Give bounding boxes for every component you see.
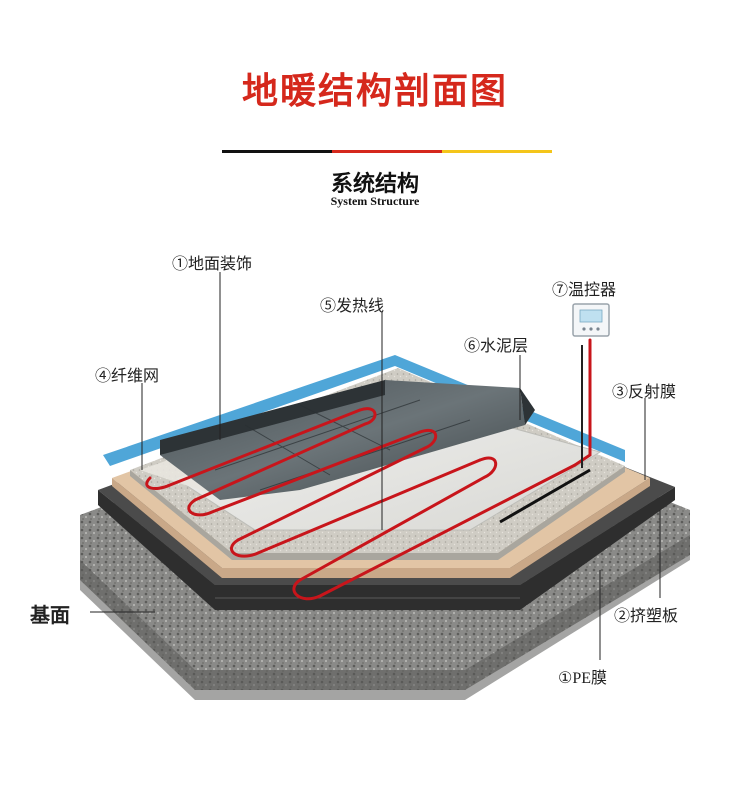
heating-cable (145, 338, 592, 601)
label-fiber-mesh: ④纤维网 (95, 368, 160, 385)
label-xps-board: ②挤塑板 (614, 608, 679, 625)
section-subtitle: 系统结构 (330, 172, 419, 197)
tile-floor-top (160, 380, 525, 500)
label-pe-film: ①PE膜 (558, 670, 608, 687)
label-reflective-film: ③反射膜 (612, 384, 677, 401)
label-thermostat: ⑦温控器 (552, 282, 617, 299)
label-floor-finish: ①地面装饰 (172, 256, 253, 273)
tile-floor-back (160, 380, 385, 455)
page-title: 地暖结构剖面图 (241, 71, 508, 112)
label-base: 基面 (30, 605, 70, 627)
section-subtitle-en: System Structure (330, 194, 420, 208)
base-gravel-side (80, 535, 690, 700)
label-cement-layer: ⑥水泥层 (464, 338, 529, 355)
title-rule-red (332, 150, 442, 153)
xps-board-side (98, 487, 675, 610)
title-rule-yellow (442, 150, 552, 153)
title-rule-black (222, 150, 332, 153)
label-heating-cable: ⑤发热线 (320, 298, 385, 315)
